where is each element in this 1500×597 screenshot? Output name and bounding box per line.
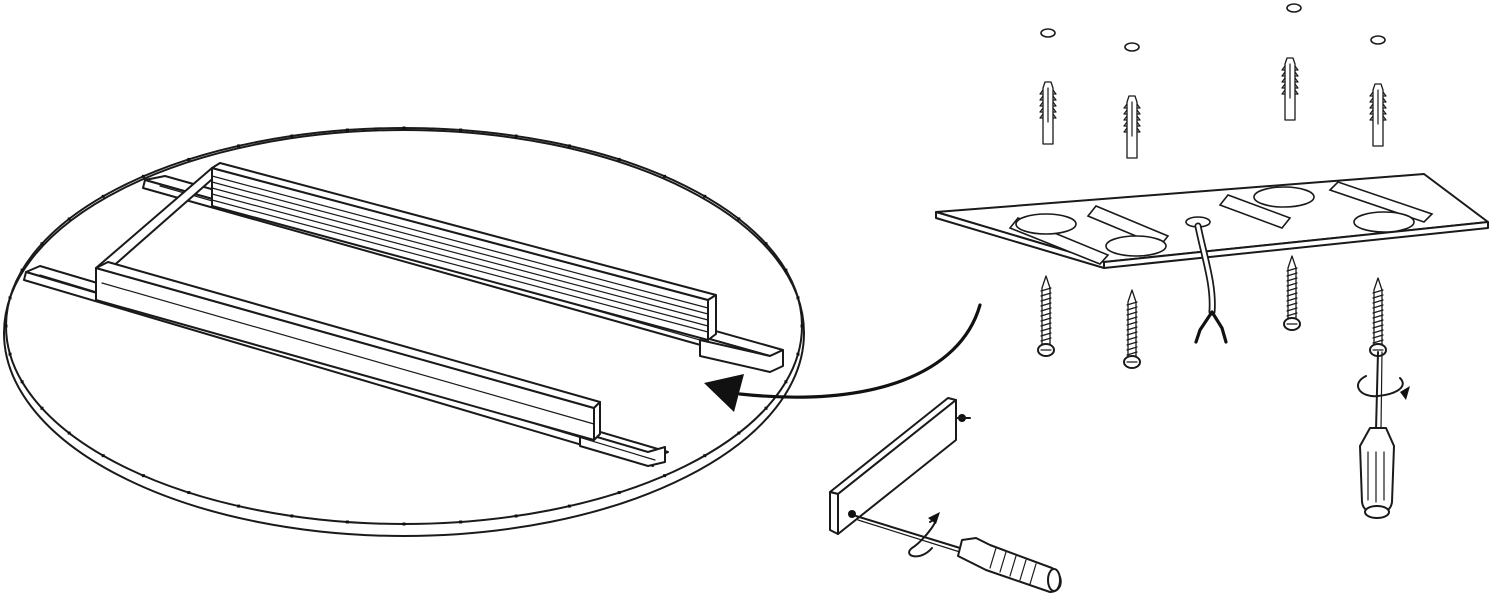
plate-hole xyxy=(1015,213,1077,235)
wall-plugs xyxy=(1039,57,1387,159)
plate-hole xyxy=(1105,235,1167,257)
rotation-arrow xyxy=(908,518,937,558)
rim-clip xyxy=(8,352,12,356)
plate-hole xyxy=(1353,211,1415,233)
power-cable xyxy=(1176,58,1228,344)
rim-clip xyxy=(237,144,241,148)
frame-rail-bottom xyxy=(95,261,601,441)
rim-clip xyxy=(703,454,707,458)
rim-clip xyxy=(567,504,571,508)
rim-clip xyxy=(784,380,788,384)
wall-plug xyxy=(1039,81,1057,145)
rim-clip xyxy=(567,144,571,148)
rim-clip xyxy=(737,431,741,435)
wall-plug xyxy=(1281,57,1299,121)
rim-clip xyxy=(187,491,191,495)
rim-clip xyxy=(459,520,463,524)
screw xyxy=(1283,255,1301,331)
frame-rail-top xyxy=(211,162,717,341)
screw xyxy=(1037,275,1055,357)
rim-clip xyxy=(67,431,71,435)
rim-clip xyxy=(290,514,294,518)
arrow-head xyxy=(704,374,744,412)
rim-clip xyxy=(737,217,741,221)
rim-clip xyxy=(796,352,800,356)
rim-clip xyxy=(784,268,788,272)
wall-plug xyxy=(1123,95,1141,159)
rim-clip xyxy=(764,406,768,410)
panel-rim-clips xyxy=(4,126,804,526)
wall-plug xyxy=(1369,83,1387,147)
rim-clip xyxy=(141,474,145,478)
rim-clip xyxy=(764,242,768,246)
rim-clip xyxy=(459,128,463,132)
screwdriver-handle xyxy=(1359,427,1395,515)
rim-clip xyxy=(663,474,667,478)
rotation-arrow xyxy=(1357,375,1404,398)
screw xyxy=(1123,289,1141,369)
rim-clip xyxy=(345,520,349,524)
connector-screw xyxy=(848,510,856,518)
round-panel xyxy=(3,126,805,537)
assembly-arrow xyxy=(704,303,982,412)
rim-clip xyxy=(8,296,12,300)
screw xyxy=(1369,277,1387,357)
plate-slot xyxy=(1218,194,1292,229)
plate-slot xyxy=(1328,181,1434,223)
rim-clip xyxy=(40,242,44,246)
rim-clip xyxy=(141,174,145,178)
rim-clip xyxy=(617,157,621,161)
rim-clip xyxy=(402,522,406,526)
rim-clip xyxy=(101,454,105,458)
plate-hole xyxy=(1253,186,1315,208)
screwdriver-shaft xyxy=(855,515,961,549)
rim-clip xyxy=(67,217,71,221)
washer xyxy=(1370,35,1386,45)
rim-clip xyxy=(101,194,105,198)
rim-clip xyxy=(237,504,241,508)
washers xyxy=(1040,3,1386,52)
screwdriver-vertical xyxy=(1357,351,1410,519)
rim-clip xyxy=(20,268,24,272)
screwdriver-horizontal xyxy=(855,512,1062,593)
rim-clip xyxy=(800,324,804,328)
rim-clip xyxy=(703,194,707,198)
rim-clip xyxy=(402,126,406,130)
washer xyxy=(1040,28,1056,38)
rim-clip xyxy=(20,380,24,384)
rim-clip xyxy=(663,174,667,178)
rim-clip xyxy=(514,514,518,518)
rim-clip xyxy=(617,491,621,495)
washer xyxy=(1124,42,1140,52)
washer xyxy=(1286,3,1302,13)
rim-clip xyxy=(796,296,800,300)
screwdriver-handle xyxy=(957,537,1062,593)
screwdriver-shaft xyxy=(1375,351,1379,431)
rim-clip xyxy=(290,134,294,138)
mounting-plate xyxy=(935,173,1489,269)
rim-clip xyxy=(514,134,518,138)
rim-clip xyxy=(40,406,44,410)
rim-clip xyxy=(4,324,8,328)
rim-clip xyxy=(187,157,191,161)
rim-clip xyxy=(345,128,349,132)
connector-plate xyxy=(829,397,971,535)
screws xyxy=(1037,255,1387,369)
